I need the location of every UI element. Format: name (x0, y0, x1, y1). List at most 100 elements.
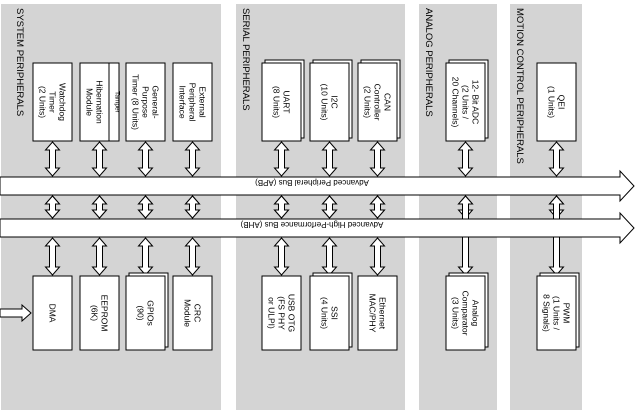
crc-block: CRCModule (172, 275, 213, 351)
uart-label-line: UART (282, 91, 292, 114)
can-label-line: CAN (383, 93, 393, 111)
bus-connectors (44, 141, 565, 276)
ahb-bus-arrow (0, 211, 635, 245)
i2c-label-line: (10 Units) (320, 84, 330, 121)
can-block: CANController(2 Units) (357, 59, 401, 142)
comparator-block: AnalogComparator(3 Units) (445, 272, 489, 351)
tamper-label: Tamper (114, 91, 121, 114)
eeprom-box (79, 275, 120, 351)
crc-label-line: CRC (193, 304, 203, 322)
hibernation-label-line: Module (85, 88, 95, 116)
qei-label-line: QEI (557, 95, 567, 110)
ethernet-block: EthernetMAC/PHY (357, 275, 398, 351)
pwm-label-line: PWM (562, 303, 572, 324)
crc-label: CRCModule (183, 299, 203, 327)
dma-label: DMA (48, 304, 58, 323)
hibernation-box (79, 62, 120, 142)
ethernet-ahb-connector (369, 237, 386, 276)
ethernet-label-line: Ethernet (378, 297, 388, 330)
crc-box (172, 275, 213, 351)
qei-label: QEI(1 Units) (547, 86, 567, 118)
hibernation-apb-connector (91, 141, 108, 177)
qei-box (536, 62, 577, 142)
ssi-box (309, 275, 350, 351)
uart-box (261, 62, 302, 142)
adc-block: 12- Bit ADC(2 Units /20 Channels) (445, 59, 489, 142)
comparator-label-line: Comparator (461, 291, 471, 336)
ethernet-box (357, 275, 398, 351)
comparator-box (445, 275, 486, 351)
gptimer-label: General-PurposeTimer (8 Units) (131, 74, 161, 130)
gptimer-apb-connector (137, 141, 154, 177)
crc-label-line: Module (183, 299, 193, 327)
motion-control-peripherals-title: MOTION CONTROL PERIPHERALS (514, 8, 525, 164)
epi-label: ExternalPeripheralInterface (178, 83, 208, 122)
eeprom-ahb-connector (91, 237, 108, 276)
usb-bus-bridge-connector (273, 195, 290, 219)
adc-label-line: 20 Channels) (451, 77, 461, 128)
epi-label-line: Interface (178, 85, 188, 118)
uart-label: UART(8 Units) (272, 86, 292, 118)
usb-label: USB OTG(FS PHYor ULPI) (267, 294, 297, 332)
apb-bus-label: Advanced Peripheral Bus (APB) (255, 178, 369, 187)
epi-box (172, 62, 213, 142)
pwm-label-line: (1 Units / (552, 296, 562, 331)
gptimer-label-line: Purpose (141, 86, 151, 118)
ethernet-bus-bridge-connector (369, 195, 386, 219)
dma-box (32, 275, 73, 351)
usb-ahb-connector (273, 237, 290, 276)
usb-label-line: or ULPI) (267, 297, 277, 329)
adc-label: 12- Bit ADC(2 Units /20 Channels) (451, 77, 481, 128)
can-label-line: Controller (373, 84, 383, 121)
uart-label-line: (8 Units) (272, 86, 282, 118)
watchdog-block: WatchdogTimer(2 Units) (32, 62, 73, 142)
gptimer-label-line: Timer (8 Units) (131, 74, 141, 130)
qei-block: QEI(1 Units) (536, 62, 577, 142)
gpio-bus-bridge-connector (137, 195, 154, 219)
uart-block: UART(8 Units) (261, 59, 305, 142)
system-peripherals-title: SYSTEM PERIPHERALS (14, 8, 25, 116)
gptimer-block: General-PurposeTimer (8 Units) (125, 62, 166, 142)
ssi-label: SSI(4 Units) (320, 297, 340, 329)
qei-label-line: (1 Units) (547, 86, 557, 118)
dma-block: DMA (32, 275, 73, 351)
adc-label-line: (2 Units / (461, 85, 471, 120)
serial-peripherals-title: SERIAL PERIPHERALS (240, 8, 251, 111)
dma-input-arrow (0, 303, 32, 323)
watchdog-label-line: Watchdog (58, 83, 68, 121)
watchdog-box (32, 62, 73, 142)
gpio-box (125, 275, 166, 351)
adc-apb-connector (457, 141, 474, 177)
analog-peripherals-title: ANALOG PERIPHERALS (423, 8, 434, 117)
pwm-label: PWM(1 Units /8 Signals) (542, 294, 572, 332)
usb-box (261, 275, 302, 351)
can-label: CANController(2 Units) (363, 84, 393, 121)
i2c-label: I2C(10 Units) (320, 84, 340, 121)
dma-bus-bridge-connector (44, 195, 61, 219)
crc-ahb-connector (184, 237, 201, 276)
adc-label-line: 12- Bit ADC (471, 80, 481, 124)
eeprom-label-line: (6K) (90, 305, 100, 321)
can-box (357, 62, 398, 142)
dma-ahb-connector (44, 237, 61, 276)
watchdog-apb-connector (44, 141, 61, 177)
ssi-block: SSI(4 Units) (309, 272, 353, 351)
usb-block: USB OTG(FS PHYor ULPI) (261, 275, 302, 351)
crc-bus-bridge-connector (184, 195, 201, 219)
gpio-block: GPIOs(90) (125, 272, 169, 351)
epi-label-line: External (198, 86, 208, 117)
ssi-label-line: (4 Units) (320, 297, 330, 329)
gpio-label-line: GPIOs (146, 300, 156, 326)
gptimer-box (125, 62, 166, 142)
ssi-label-line: SSI (330, 306, 340, 320)
can-apb-connector (369, 141, 386, 177)
comparator-label: AnalogComparator(3 Units) (451, 291, 481, 336)
gptimer-label-line: General- (151, 85, 161, 118)
i2c-block: I2C(10 Units) (309, 59, 353, 142)
ssi-bus-bridge-connector (321, 195, 338, 219)
epi-apb-connector (184, 141, 201, 177)
watchdog-label: WatchdogTimer(2 Units) (38, 83, 68, 121)
